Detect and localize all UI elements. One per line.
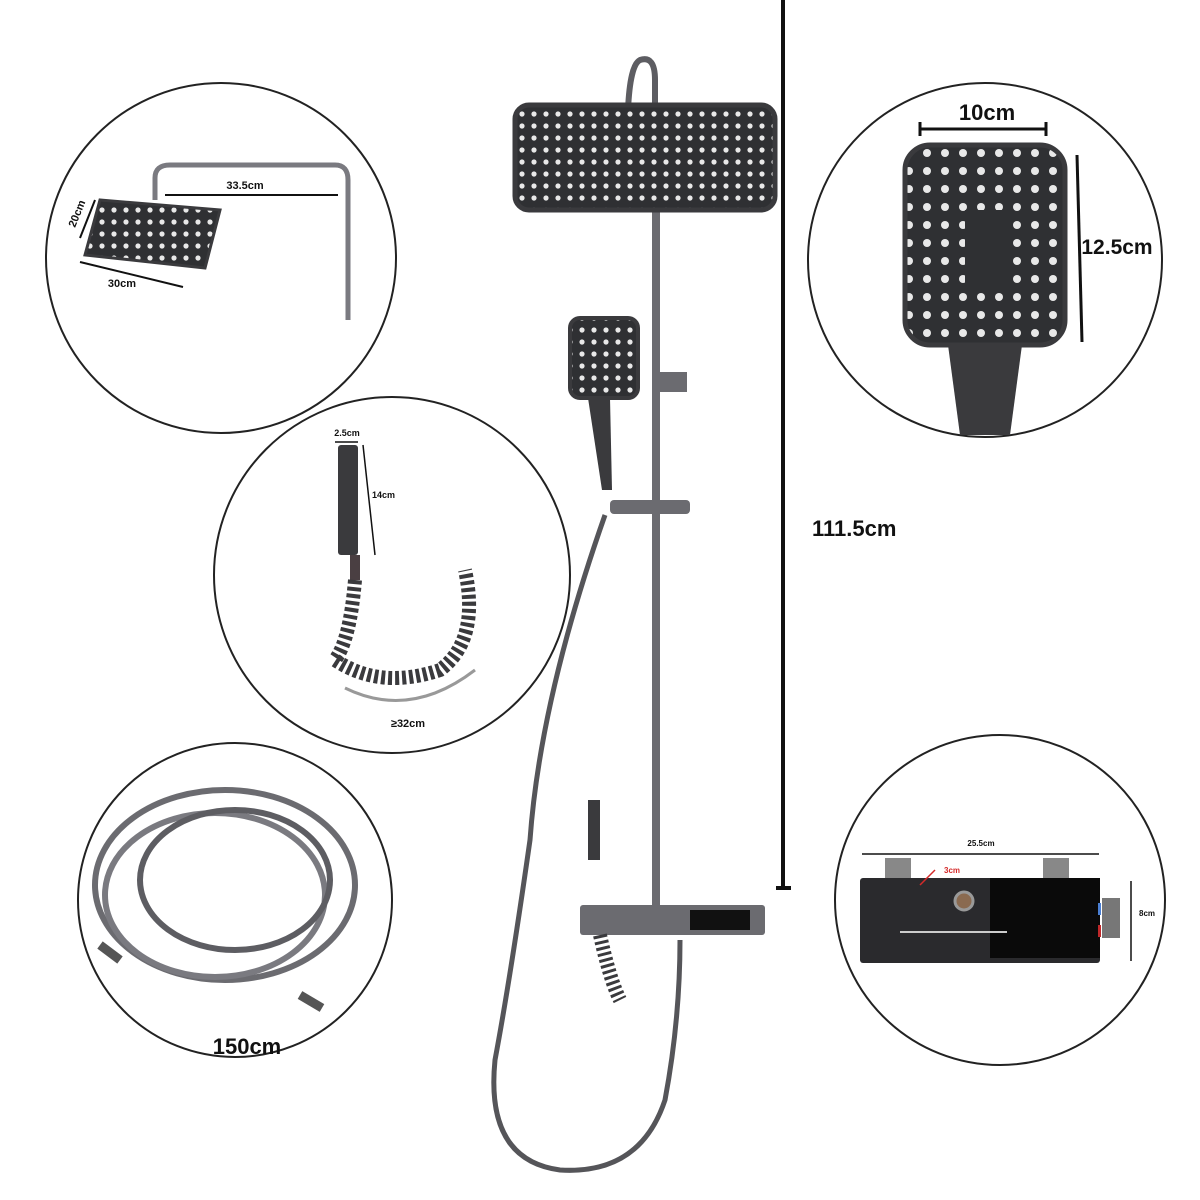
- hose-length-label: 150cm: [213, 1034, 282, 1059]
- holder-bracket: [655, 372, 687, 392]
- overhead-shower-head: [512, 102, 778, 213]
- height-label: 111.5cm: [812, 516, 896, 541]
- handheld-handle: [588, 398, 612, 490]
- slide-bar: [652, 200, 660, 920]
- panel-height-label: 8cm: [1139, 909, 1155, 918]
- control-panel-callout: 25.5cm 3cm 8cm: [834, 734, 1166, 1066]
- diameter-label: 2.5cm: [334, 428, 360, 438]
- width-label: 30cm: [108, 278, 136, 290]
- shower-hose: [491, 514, 683, 1173]
- panel-width-label: 25.5cm: [967, 839, 994, 848]
- inlet-offset-label: 3cm: [944, 866, 960, 875]
- arm-length-label: 33.5cm: [226, 180, 264, 192]
- shower-system: [491, 56, 778, 1173]
- overhead-shower-callout: 33.5cm 20cm 30cm: [45, 82, 397, 434]
- control-display: [690, 910, 750, 930]
- handheld-width-label: 10cm: [959, 100, 1015, 125]
- length-label: 14cm: [372, 490, 395, 500]
- shower-arm: [625, 56, 658, 240]
- coiled-hose: [593, 933, 627, 1004]
- bidet-sprayer: [588, 800, 600, 860]
- handheld-shower-callout: 10cm 12.5cm: [807, 82, 1163, 438]
- coil-length-label: ≥32cm: [391, 718, 425, 730]
- height-dimension: [776, 0, 791, 890]
- handheld-shower-head: [568, 316, 640, 400]
- hose-callout: 150cm: [77, 742, 393, 1059]
- slide-holder: [610, 500, 690, 514]
- bidet-sprayer-callout: 2.5cm 14cm ≥32cm: [213, 396, 571, 754]
- handheld-height-label: 12.5cm: [1081, 236, 1152, 259]
